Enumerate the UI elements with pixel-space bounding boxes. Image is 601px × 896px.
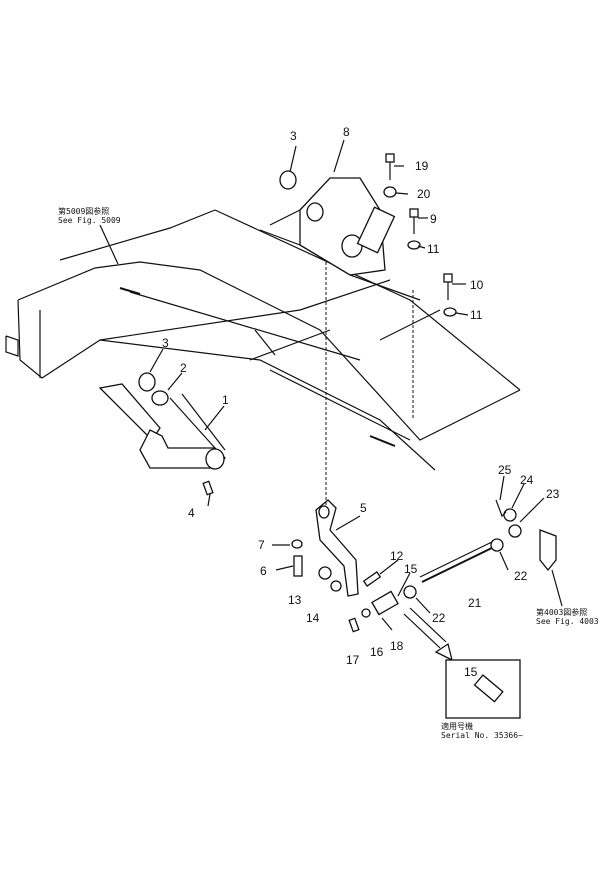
clevis-23 — [508, 524, 557, 572]
part-number-3-lower: 3 — [162, 336, 169, 350]
part-number-19: 19 — [415, 159, 429, 173]
part-number-1: 1 — [222, 393, 229, 407]
washer-2 — [151, 390, 169, 406]
part-number-25: 25 — [498, 463, 512, 477]
washer-16 — [361, 608, 371, 618]
part-number-10: 10 — [470, 278, 484, 292]
leader-lines — [99, 139, 563, 614]
part-number-17: 17 — [346, 653, 360, 667]
ref-fig-4003-jp: 第4003図参照 — [536, 607, 587, 617]
part-number-11-upper: 11 — [427, 242, 440, 256]
bolt-10 — [443, 273, 453, 300]
rod-21 — [419, 539, 499, 583]
sleeve-15 — [371, 590, 399, 616]
pin-12 — [362, 571, 382, 587]
serial-number: Serial No. 35366~ — [441, 731, 523, 740]
part-number-20: 20 — [417, 187, 431, 201]
washer-11-lower — [443, 307, 457, 317]
part-number-8: 8 — [343, 125, 350, 139]
part-number-3-upper: 3 — [290, 129, 297, 143]
part-number-15-inset: 15 — [464, 665, 478, 679]
ref-fig-4003-en: See Fig. 4003 — [536, 617, 599, 626]
part-number-13: 13 — [288, 593, 302, 607]
part-number-24: 24 — [520, 473, 534, 487]
collar-3-upper — [279, 170, 297, 190]
part-number-16: 16 — [370, 645, 384, 659]
bolt-9 — [409, 208, 419, 234]
bolt-19 — [385, 153, 395, 180]
part-number-18: 18 — [390, 639, 404, 653]
serial-label-jp: 適用号機 — [441, 721, 473, 731]
nut-24 — [503, 508, 517, 522]
part-numbers: 1 2 3 4 3 8 19 20 9 11 10 11 5 7 6 13 14… — [162, 125, 560, 679]
lever-5 — [315, 499, 359, 597]
nut-13 — [318, 566, 332, 580]
part-number-2: 2 — [180, 361, 187, 375]
part-number-22-lower: 22 — [432, 611, 446, 625]
pedal-arm-1 — [98, 383, 226, 470]
figure-references: 第5009図参照 See Fig. 5009 第4003図参照 See Fig.… — [58, 206, 599, 740]
bolt-6 — [293, 555, 303, 577]
nut-22-upper — [490, 538, 504, 552]
washer-14 — [330, 580, 342, 592]
bracket-8 — [259, 177, 421, 301]
part-number-12: 12 — [390, 549, 404, 563]
part-number-11-lower: 11 — [470, 308, 483, 322]
part-number-5: 5 — [360, 501, 367, 515]
washer-7 — [291, 539, 303, 549]
cotter-pin-18 — [381, 617, 393, 631]
part-number-4: 4 — [188, 506, 195, 520]
part-number-22-upper: 22 — [514, 569, 528, 583]
bolt-17 — [348, 617, 360, 633]
collar-3-lower — [138, 372, 156, 392]
ref-fig-5009-en: See Fig. 5009 — [58, 216, 121, 225]
part-number-21: 21 — [468, 596, 482, 610]
washer-11-upper — [407, 240, 421, 250]
inset-box — [445, 659, 521, 719]
floor-frame — [5, 209, 521, 471]
nut-20 — [383, 186, 397, 198]
part-number-15: 15 — [404, 562, 418, 576]
nut-22-lower — [403, 585, 417, 599]
part-number-14: 14 — [306, 611, 320, 625]
part-number-9: 9 — [430, 212, 437, 226]
part-number-7: 7 — [258, 538, 265, 552]
part-number-23: 23 — [546, 487, 560, 501]
inset-arrow — [403, 607, 453, 662]
alignment-lines — [325, 262, 414, 505]
cotter-pin-25 — [495, 499, 507, 518]
part-number-6: 6 — [260, 564, 267, 578]
ref-fig-5009-jp: 第5009図参照 — [58, 206, 109, 216]
pin-4 — [202, 480, 214, 496]
